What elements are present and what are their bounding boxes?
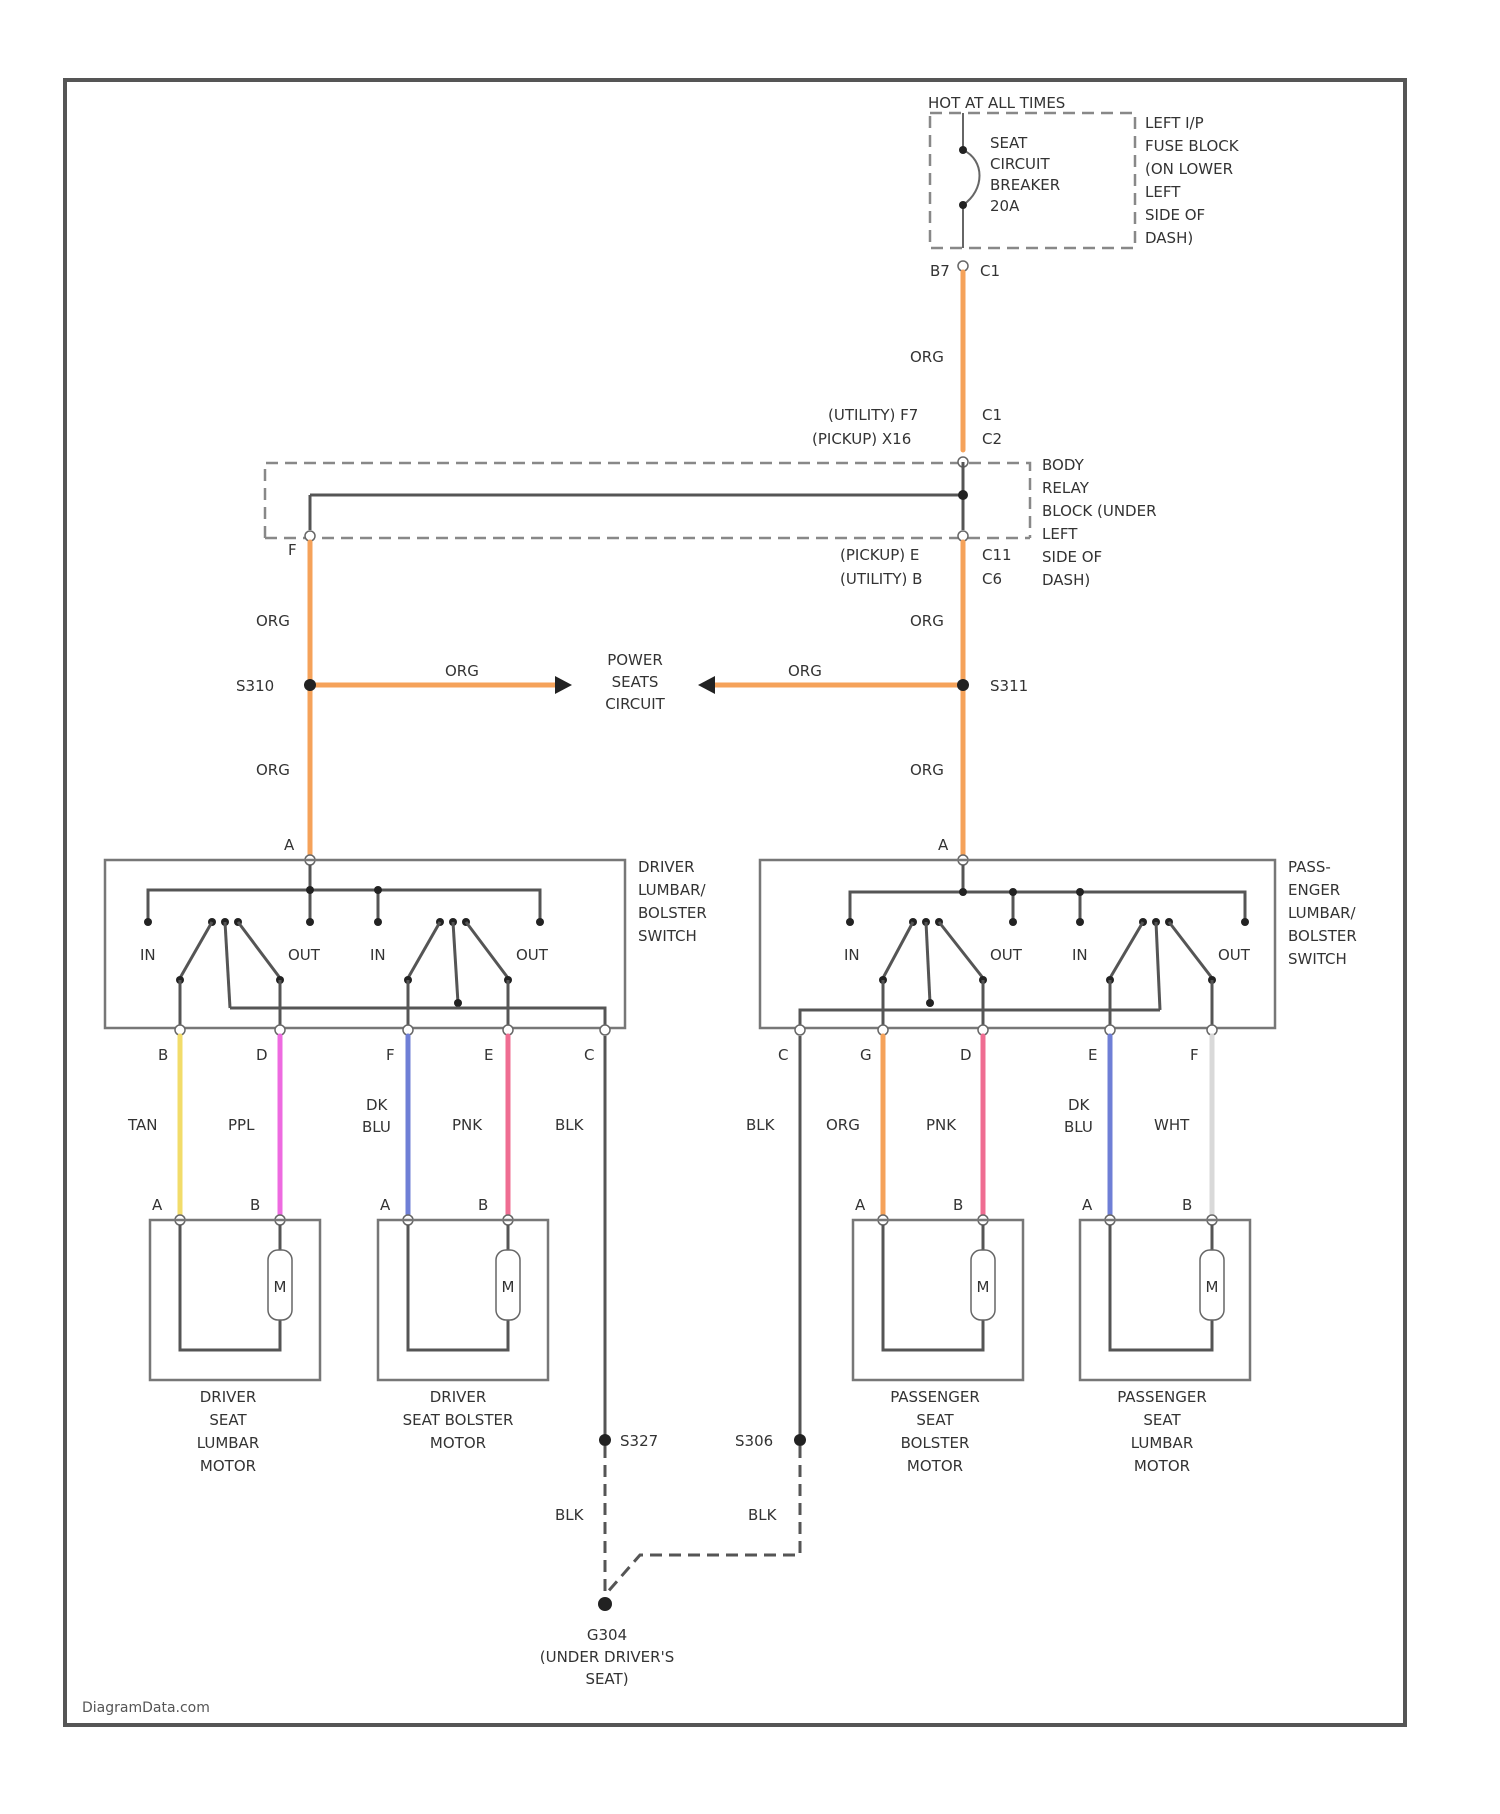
motor-symbol: M [1206, 1278, 1219, 1296]
driver-pin-e: E [484, 1046, 493, 1064]
breaker-pin-label: B7 [930, 262, 950, 280]
svg-text:A: A [855, 1196, 866, 1214]
wire-label-org-passenger: ORG [826, 1116, 860, 1134]
watermark: DiagramData.com [82, 1700, 210, 1716]
driver-pin-c: C [584, 1046, 594, 1064]
wire-label-org-center-right: ORG [788, 662, 822, 680]
svg-text:B: B [250, 1196, 260, 1214]
passenger-out-2: OUT [1218, 946, 1251, 964]
driver-out-1: OUT [288, 946, 321, 964]
driver-switch-box [105, 860, 625, 1028]
passenger-in-1: IN [844, 946, 860, 964]
splice-ground-left-label: S327 [620, 1432, 658, 1450]
passenger-in-2: IN [1072, 946, 1088, 964]
passenger-switch-internals [800, 865, 1249, 1030]
svg-text:A: A [380, 1196, 391, 1214]
splice-left-dot [304, 679, 316, 691]
passenger-out-1: OUT [990, 946, 1023, 964]
wire-label-blk-ground-left: BLK [555, 1506, 585, 1524]
driver-in-1: IN [140, 946, 156, 964]
wire-label-org-right-2: ORG [910, 761, 944, 779]
arrow-right [555, 676, 572, 694]
passenger-switch-top-pin: A [938, 836, 949, 854]
svg-text:A: A [152, 1196, 163, 1214]
wire-label-tan: TAN [127, 1116, 157, 1134]
svg-text:B: B [953, 1196, 963, 1214]
driver-bolster-motor: A B M [378, 1196, 548, 1380]
breaker-connector-label: C1 [980, 262, 1000, 280]
ground-point [598, 1597, 612, 1611]
relay-top-conn-2: C2 [982, 430, 1002, 448]
circuit-breaker-symbol [963, 150, 980, 205]
svg-text:B: B [478, 1196, 488, 1214]
wire-label-org-center-left: ORG [445, 662, 479, 680]
splice-right-dot [957, 679, 969, 691]
splice-left-label: S310 [236, 677, 274, 695]
driver-pin-d: D [256, 1046, 268, 1064]
relay-left-pin: F [288, 541, 297, 559]
passenger-pin-d: D [960, 1046, 972, 1064]
relay-bottom-label-2: (UTILITY) B [840, 570, 922, 588]
wire-label-ppl: PPL [228, 1116, 255, 1134]
driver-out-2: OUT [516, 946, 549, 964]
passenger-pin-g: G [860, 1046, 872, 1064]
passenger-pin-c: C [778, 1046, 788, 1064]
motor-symbol: M [274, 1278, 287, 1296]
wire-label-pnk-driver: PNK [452, 1116, 483, 1134]
driver-in-2: IN [370, 946, 386, 964]
wire-label-org-right-1: ORG [910, 612, 944, 630]
relay-top-conn-1: C1 [982, 406, 1002, 424]
relay-bottom-label-1: (PICKUP) E [840, 546, 919, 564]
relay-bottom-conn-1: C11 [982, 546, 1012, 564]
passenger-pin-f: F [1190, 1046, 1199, 1064]
diagram-frame [65, 80, 1405, 1725]
passenger-bolster-motor: A B M [853, 1196, 1023, 1380]
motor-symbol: M [502, 1278, 515, 1296]
relay-top-label-1: (UTILITY) F7 [828, 406, 918, 424]
splice-ground-left-dot [599, 1434, 611, 1446]
arrow-left [698, 676, 715, 694]
splice-ground-right-label: S306 [735, 1432, 773, 1450]
wire-label-org-main: ORG [910, 348, 944, 366]
wire-label-blk-passenger: BLK [746, 1116, 776, 1134]
passenger-switch-box [760, 860, 1275, 1028]
relay-block-dashed-box [265, 463, 1030, 538]
wire-label-org-left-2: ORG [256, 761, 290, 779]
wire-label-pnk-passenger: PNK [926, 1116, 957, 1134]
wire-label-blk-ground-right: BLK [748, 1506, 778, 1524]
svg-text:A: A [1082, 1196, 1093, 1214]
wire-label-wht: WHT [1154, 1116, 1190, 1134]
passenger-lumbar-motor: A B M [1080, 1196, 1250, 1380]
splice-ground-right-dot [794, 1434, 806, 1446]
motor-symbol: M [977, 1278, 990, 1296]
wire-label-blk-driver: BLK [555, 1116, 585, 1134]
wire-label-org-left-1: ORG [256, 612, 290, 630]
splice-right-label: S311 [990, 677, 1028, 695]
relay-bottom-conn-2: C6 [982, 570, 1002, 588]
driver-pin-b: B [158, 1046, 168, 1064]
hot-at-all-times-label: HOT AT ALL TIMES [928, 94, 1065, 112]
passenger-pin-e: E [1088, 1046, 1097, 1064]
relay-top-label-2: (PICKUP) X16 [812, 430, 911, 448]
driver-lumbar-motor: A B M [150, 1196, 320, 1380]
driver-pin-f: F [386, 1046, 395, 1064]
svg-text:B: B [1182, 1196, 1192, 1214]
driver-switch-top-pin: A [284, 836, 295, 854]
